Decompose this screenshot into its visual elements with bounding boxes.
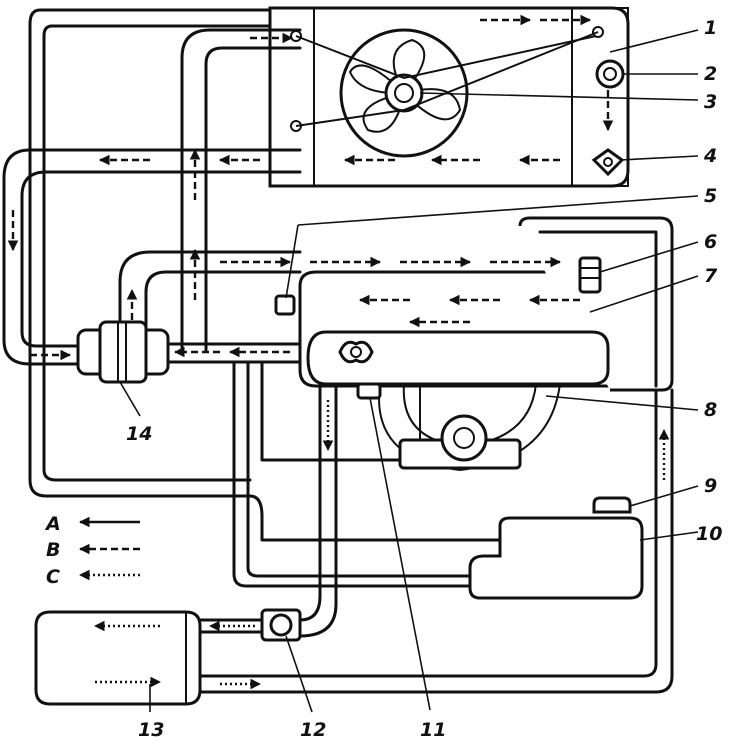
bypass-pipe [118, 250, 302, 332]
callout-8: 8 [704, 399, 717, 421]
callout-4: 4 [703, 145, 717, 167]
expansion-tank-pipes [232, 360, 502, 588]
legend: A B C [44, 513, 140, 588]
lower-radiator-hose [2, 148, 302, 366]
callout-5: 5 [704, 185, 717, 207]
heater-valve-12 [260, 608, 302, 642]
callout-9: 9 [704, 475, 717, 497]
expansion-tank-cap [592, 496, 632, 514]
heater-core [34, 610, 202, 706]
heater-supply-pipe [298, 382, 338, 638]
legend-key-c: C [46, 566, 60, 588]
callout-10: 10 [696, 523, 722, 545]
callout-12: 12 [300, 719, 326, 741]
manifold-knob [338, 340, 374, 364]
callout-7: 7 [704, 265, 718, 287]
heater-tap [356, 382, 382, 400]
intake-manifold [306, 330, 610, 472]
legend-key-a: A [44, 513, 61, 535]
callout-1: 1 [704, 17, 717, 39]
heater-return-pipe [198, 388, 674, 694]
thermostat [76, 320, 170, 384]
leader-lines [119, 29, 699, 713]
head-flow-arrows [220, 256, 580, 328]
heater-tap-pipe [198, 618, 264, 634]
heater-valve [274, 294, 296, 316]
fan [290, 26, 604, 158]
callout-3: 3 [704, 91, 717, 113]
callout-11: 11 [420, 719, 446, 741]
legend-key-b: B [46, 539, 60, 561]
callout-14: 14 [126, 423, 152, 445]
radiator-cap [595, 59, 625, 89]
radiator-flow-arrows [343, 14, 614, 166]
thermostat-to-engine-pipe [166, 342, 302, 364]
expansion-tank [468, 516, 644, 600]
callout-6: 6 [704, 231, 717, 253]
outer-loop-pipe [28, 8, 272, 498]
upper-radiator-hose [180, 28, 302, 352]
temperature-sensor [578, 256, 602, 294]
callout-2: 2 [704, 63, 717, 85]
callout-13: 13 [138, 719, 164, 741]
callout-labels: 1 2 3 4 5 6 7 8 9 10 11 12 13 14 [126, 17, 722, 741]
